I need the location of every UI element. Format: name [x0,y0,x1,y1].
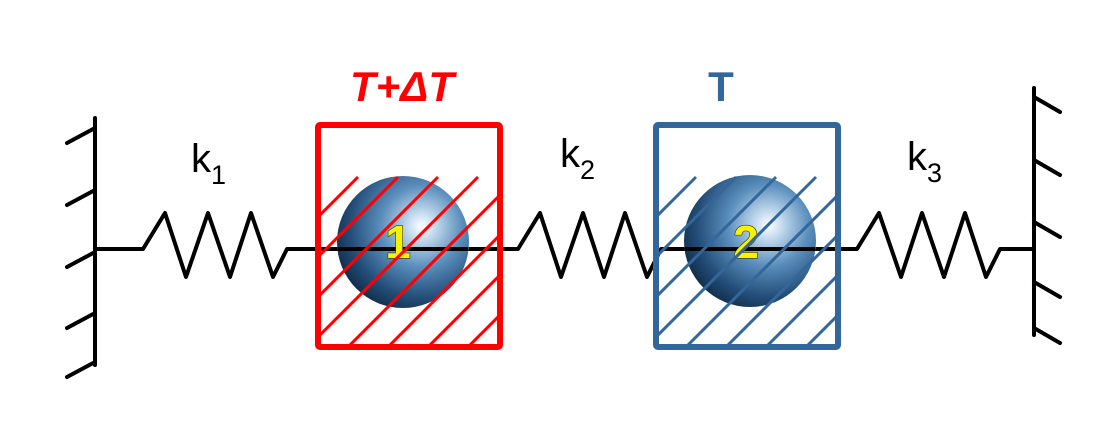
spring-2-symbol: k [560,132,581,176]
spring-3 [810,211,1034,279]
mass-1: 1 [337,176,469,308]
spring-2-subscript: 2 [580,155,595,185]
right-wall [1032,86,1062,345]
cold-temperature-label: T [708,63,734,110]
spring-1-label: k1 [191,137,226,190]
hot-reservoir-box [315,122,503,350]
spring-2-label: k2 [560,132,595,185]
spring-3-label: k3 [907,135,942,188]
spring-1-subscript: 1 [211,160,226,190]
mass-2-label: 2 [733,216,759,268]
spring-3-symbol: k [907,135,928,179]
cold-reservoir-box [653,122,841,350]
spring-3-subscript: 3 [927,158,942,188]
spring-1 [95,211,338,279]
hot-temperature-label: T+ΔT [350,63,457,110]
spring-1-symbol: k [191,137,212,181]
mass-1-label: 1 [385,216,411,268]
left-wall [65,116,97,379]
mass-1-sphere [337,176,469,308]
